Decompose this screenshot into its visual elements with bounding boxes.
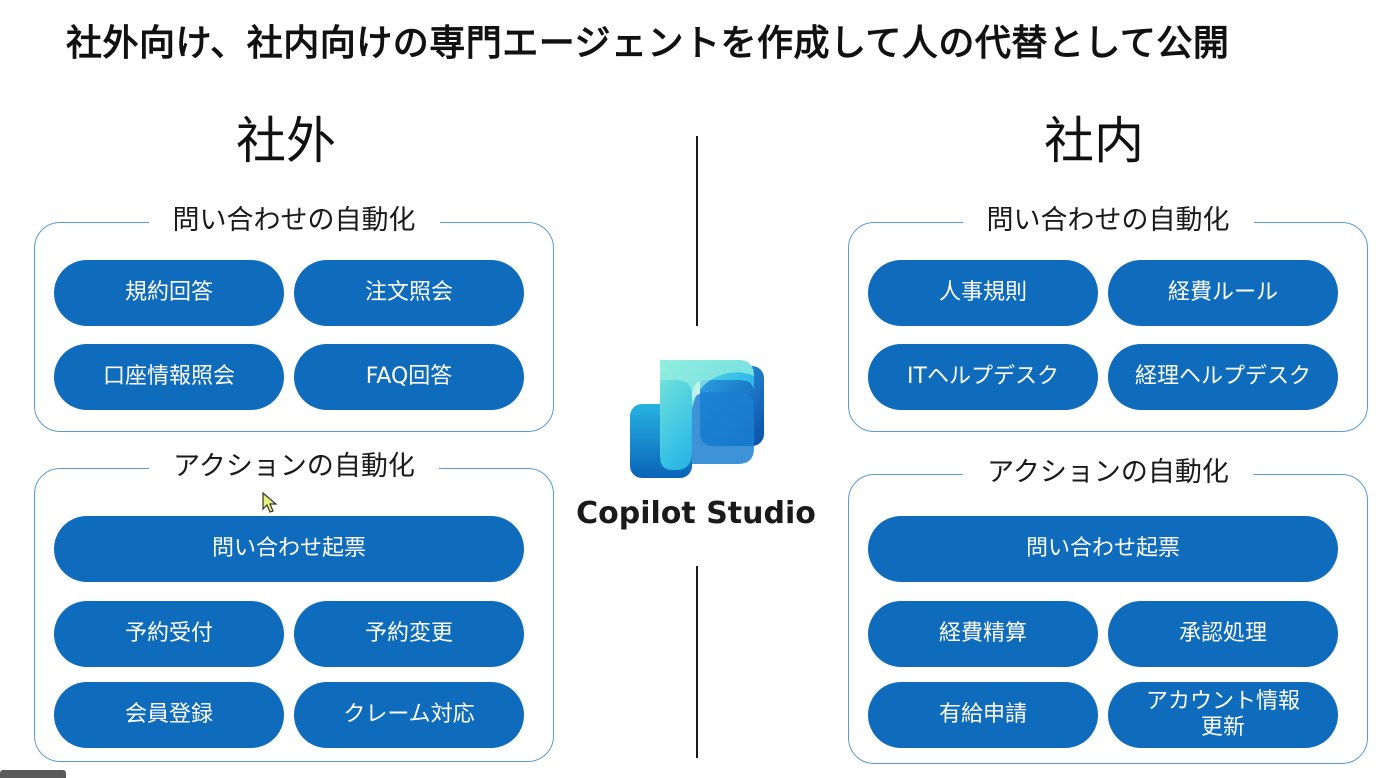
external-action-item-reservation-change[interactable]: 予約変更: [294, 601, 524, 667]
external-inquiry-item-account[interactable]: 口座情報照会: [54, 344, 284, 410]
external-inquiry-item-order[interactable]: 注文照会: [294, 260, 524, 326]
internal-action-item-expense[interactable]: 経費精算: [868, 601, 1098, 667]
internal-action-item-approval[interactable]: 承認処理: [1108, 601, 1338, 667]
slide-title: 社外向け、社内向けの専門エージェントを作成して人の代替として公開: [66, 23, 1230, 64]
center-divider-top: [696, 136, 698, 326]
copilot-studio-logo-icon: [620, 352, 772, 482]
external-action-item-reservation[interactable]: 予約受付: [54, 601, 284, 667]
internal-heading: 社内: [1044, 112, 1144, 170]
internal-action-item-account-update[interactable]: アカウント情報更新: [1108, 682, 1338, 748]
internal-inquiry-item-accounting-helpdesk[interactable]: 経理ヘルプデスク: [1108, 344, 1338, 410]
internal-action-label: アクションの自動化: [849, 455, 1367, 491]
internal-inquiry-item-expense-rules[interactable]: 経費ルール: [1108, 260, 1338, 326]
external-heading: 社外: [236, 112, 336, 170]
mouse-cursor-icon: [261, 491, 279, 514]
internal-action-item-ticket[interactable]: 問い合わせ起票: [868, 516, 1338, 582]
internal-inquiry-group: 問い合わせの自動化: [848, 203, 1368, 432]
external-inquiry-item-terms[interactable]: 規約回答: [54, 260, 284, 326]
corner-tab: [0, 770, 66, 778]
internal-action-item-leave[interactable]: 有給申請: [868, 682, 1098, 748]
internal-inquiry-item-it-helpdesk[interactable]: ITヘルプデスク: [868, 344, 1098, 410]
external-action-item-complaint[interactable]: クレーム対応: [294, 682, 524, 748]
external-action-label: アクションの自動化: [35, 449, 553, 485]
copilot-studio-name: Copilot Studio: [576, 496, 816, 531]
external-inquiry-group: 問い合わせの自動化: [34, 203, 554, 432]
external-action-item-ticket[interactable]: 問い合わせ起票: [54, 516, 524, 582]
internal-inquiry-item-hr[interactable]: 人事規則: [868, 260, 1098, 326]
internal-action-group: アクションの自動化: [848, 455, 1368, 764]
external-action-group: アクションの自動化: [34, 449, 554, 762]
external-action-item-member[interactable]: 会員登録: [54, 682, 284, 748]
internal-inquiry-label: 問い合わせの自動化: [849, 203, 1367, 239]
center-divider-bottom: [696, 566, 698, 758]
external-inquiry-item-faq[interactable]: FAQ回答: [294, 344, 524, 410]
external-inquiry-label: 問い合わせの自動化: [35, 203, 553, 239]
